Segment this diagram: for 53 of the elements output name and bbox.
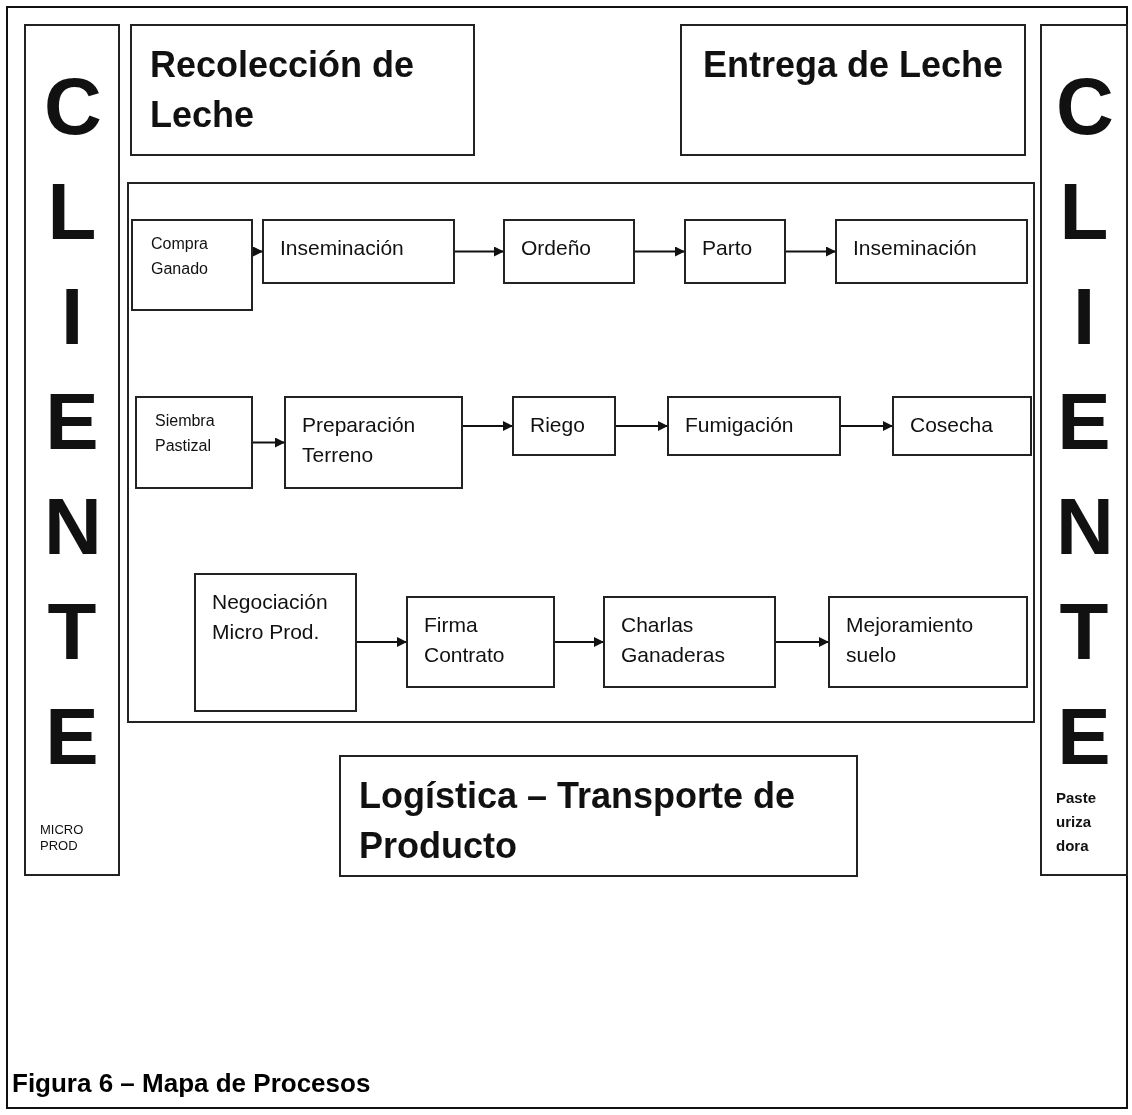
process-box [892, 396, 1032, 456]
client-note: Paste uriza dora [1056, 788, 1098, 856]
process-box [835, 219, 1028, 284]
process-box [828, 596, 1028, 688]
arrow [615, 421, 668, 431]
box-label: Siembra Pastizal [155, 411, 216, 456]
box-label: Inseminación [853, 235, 978, 261]
box-label: Cosecha [910, 412, 994, 438]
process-frame [127, 182, 1035, 723]
vertical-heading: CLIENTE [1055, 61, 1115, 783]
process-box [603, 596, 776, 688]
box-label: Ordeño [521, 235, 593, 261]
process-box [684, 219, 786, 284]
title-box [130, 24, 475, 156]
process-box [406, 596, 555, 688]
box-label: Riego [530, 412, 586, 438]
box-label: Preparación Terreno [302, 412, 417, 468]
box-label: Compra Ganado [151, 234, 209, 279]
process-box [512, 396, 616, 456]
arrow [785, 246, 836, 257]
client-column [1040, 24, 1128, 876]
title-box [339, 755, 858, 877]
client-note: MICRO PROD [40, 822, 85, 854]
arrow [454, 246, 504, 257]
vertical-heading: CLIENTE [43, 61, 103, 783]
box-title: Logística – Transporte de Producto [359, 774, 797, 868]
box-label: Firma Contrato [424, 612, 506, 668]
box-label: Mejoramiento suelo [846, 612, 975, 668]
arrow [252, 437, 285, 448]
arrow [634, 246, 685, 257]
process-box [135, 396, 253, 489]
process-box [194, 573, 357, 712]
box-title: Entrega de Leche [701, 43, 1005, 87]
process-box [262, 219, 455, 284]
arrow [554, 637, 604, 647]
arrow [840, 421, 893, 431]
process-box [284, 396, 463, 489]
process-box [667, 396, 841, 456]
client-column [24, 24, 120, 876]
arrow [775, 637, 829, 647]
process-box [131, 219, 253, 311]
process-box [503, 219, 635, 284]
box-label: Fumigación [685, 412, 795, 438]
arrow [356, 637, 407, 647]
arrow [462, 421, 513, 431]
box-label: Parto [702, 235, 754, 261]
title-box [680, 24, 1026, 156]
figure-caption: Figura 6 – Mapa de Procesos [12, 1068, 371, 1099]
box-label: Negociación Micro Prod. [212, 589, 329, 645]
box-label: Inseminación [280, 235, 405, 261]
box-label: Charlas Ganaderas [621, 612, 726, 668]
box-title: Recolección de Leche [150, 43, 416, 137]
arrow [252, 246, 263, 257]
